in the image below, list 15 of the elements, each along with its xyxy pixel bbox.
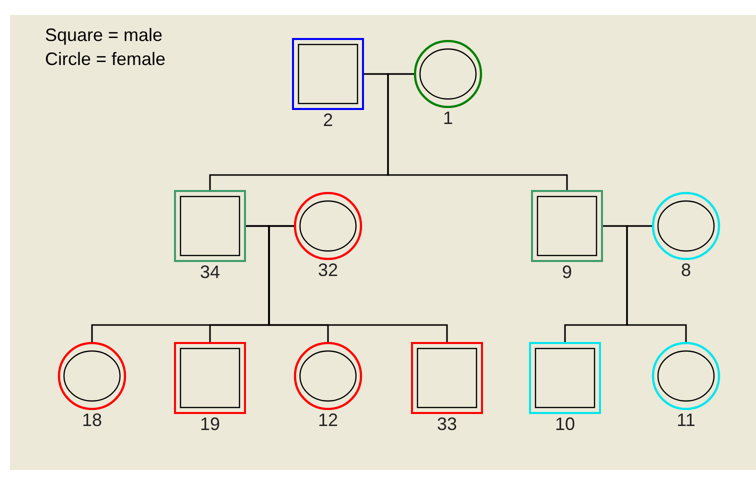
person-number: 11 <box>676 410 696 430</box>
key-note: Circle = female <box>45 48 166 70</box>
pedigree-line <box>626 225 687 342</box>
key-note: Square = male <box>45 24 163 46</box>
person-number: 34 <box>200 262 220 282</box>
person-number: 32 <box>318 260 338 280</box>
person-number: 9 <box>562 262 572 282</box>
person-number: 33 <box>436 414 458 434</box>
person-number: 18 <box>82 410 102 430</box>
person-number: 12 <box>318 410 338 430</box>
person-number: 8 <box>680 260 691 280</box>
person-number: 1 <box>442 108 453 128</box>
person-number: 2 <box>322 110 333 130</box>
person-number: 10 <box>554 414 576 434</box>
person-number: 19 <box>200 414 220 434</box>
